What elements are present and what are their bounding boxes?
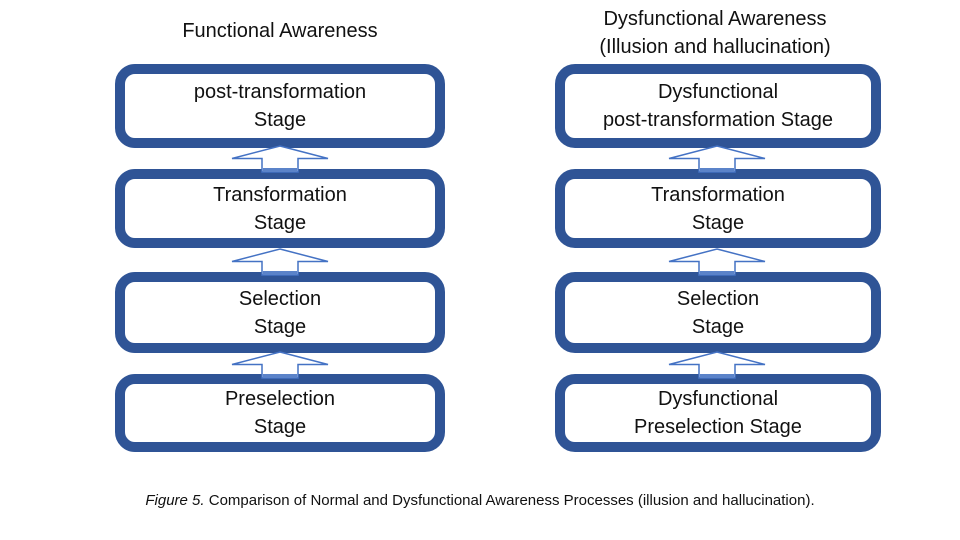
- left-column-title-line: Functional Awareness: [182, 20, 378, 42]
- stage-label: Selection Stage: [238, 287, 322, 338]
- up-arrow-icon: [231, 248, 329, 276]
- stage-box-post-transformation: post-transformation Stage: [115, 64, 445, 148]
- stage-label: Dysfunctional Preselection Stage: [634, 388, 802, 438]
- stage-box-dysfunctional-selection: Selection Stage: [555, 272, 881, 353]
- stage-box-dysfunctional-post-transformation: Dysfunctional post-transformation Stage: [555, 64, 881, 148]
- stage-box-selection: Selection Stage: [115, 272, 445, 353]
- right-column-title-line-1: Dysfunctional Awareness: [603, 8, 827, 30]
- stage-box-preselection: Preselection Stage: [115, 374, 445, 452]
- stage-box-transformation: Transformation Stage: [115, 169, 445, 248]
- stage-label: post-transformation Stage: [193, 81, 367, 131]
- stage-box-dysfunctional-transformation: Transformation Stage: [555, 169, 881, 248]
- stage-label: Transformation Stage: [213, 183, 347, 234]
- up-arrow-icon: [231, 145, 329, 173]
- stage-label: Preselection Stage: [224, 388, 336, 438]
- stage-label: Transformation Stage: [651, 183, 785, 234]
- up-arrow-icon: [668, 351, 766, 379]
- right-column-title-line-2: (Illusion and hallucination): [599, 36, 831, 58]
- stage-box-dysfunctional-preselection: Dysfunctional Preselection Stage: [555, 374, 881, 452]
- figure-caption: Figure 5. Comparison of Normal and Dysfu…: [0, 492, 960, 509]
- stage-label: Selection Stage: [676, 287, 760, 338]
- stage-label: Dysfunctional post-transformation Stage: [602, 81, 834, 131]
- up-arrow-icon: [668, 145, 766, 173]
- left-column-title: Functional Awareness: [115, 17, 445, 45]
- right-column-title: Dysfunctional Awareness (Illusion and ha…: [540, 5, 890, 61]
- up-arrow-icon: [231, 351, 329, 379]
- figure-caption-text: Comparison of Normal and Dysfunctional A…: [204, 492, 815, 509]
- figure-caption-label: Figure 5.: [145, 492, 205, 509]
- up-arrow-icon: [668, 248, 766, 276]
